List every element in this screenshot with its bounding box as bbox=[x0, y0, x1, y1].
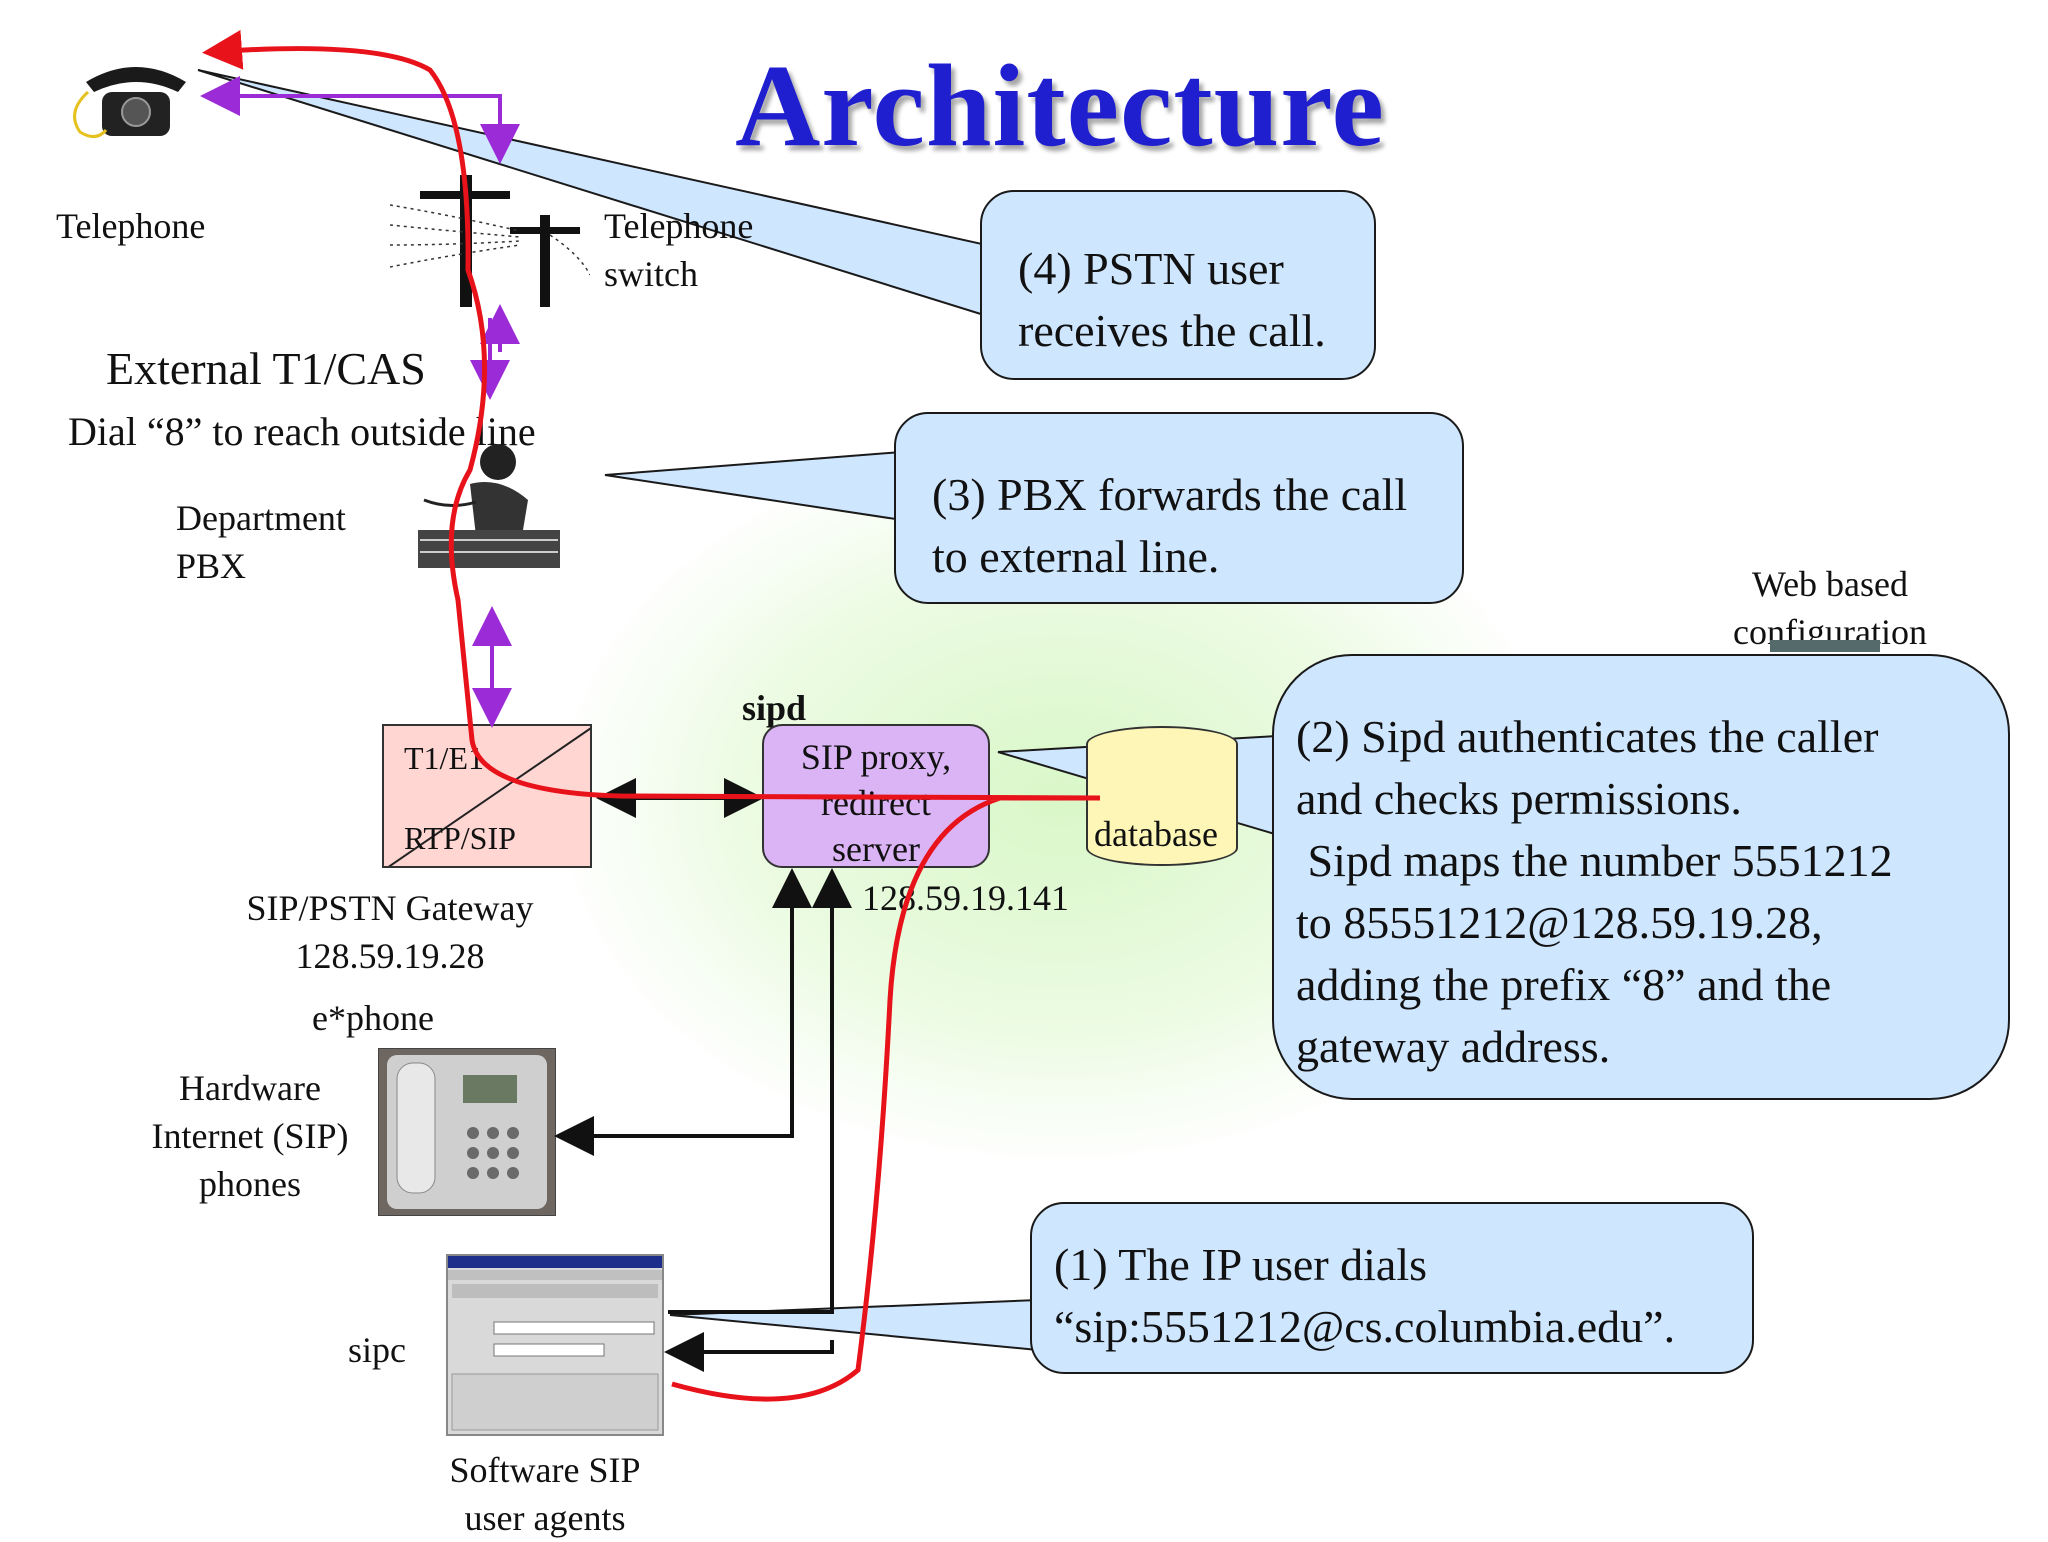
telephone-label: Telephone bbox=[56, 206, 206, 246]
dial-hint-label: Dial “8” to reach outside line bbox=[68, 409, 536, 454]
gateway-bottom-label: RTP/SIP bbox=[404, 820, 516, 856]
ephone-device bbox=[378, 1048, 556, 1216]
database-icon bbox=[1086, 726, 1238, 866]
link-proxy-ephone bbox=[554, 880, 794, 1156]
database-label: database bbox=[1094, 814, 1218, 854]
call-path bbox=[212, 49, 1101, 1402]
sip-proxy-ip: 128.59.19.141 bbox=[862, 878, 1069, 918]
external-line-label: External T1/CAS bbox=[106, 343, 426, 394]
telephone-switch-label: Telephone switch bbox=[604, 206, 754, 294]
sipc-window bbox=[446, 1254, 664, 1436]
software-agents-label: Software SIP user agents bbox=[449, 1450, 641, 1538]
page-title: Architecture bbox=[735, 40, 1385, 171]
link-sipc-proxy bbox=[668, 868, 852, 1314]
web-config-icon bbox=[1770, 640, 1880, 652]
callout-step3: (3) PBX forwards the call to external li… bbox=[894, 412, 1464, 604]
ephone-label: e*phone bbox=[312, 998, 434, 1038]
sipc-label: sipc bbox=[348, 1330, 406, 1370]
callout-step4: (4) PSTN user receives the call. bbox=[980, 190, 1376, 380]
gateway-divider bbox=[388, 727, 590, 866]
gateway-top-label: T1/E1 bbox=[404, 740, 484, 776]
callout-step2: (2) Sipd authenticates the caller and ch… bbox=[1272, 654, 2010, 1100]
sip-pstn-gateway: T1/E1 RTP/SIP bbox=[382, 724, 592, 868]
ephone-icon bbox=[387, 1055, 547, 1209]
sipd-label: sipd bbox=[742, 688, 807, 728]
sipc-window-icon bbox=[448, 1256, 662, 1431]
callout-step1: (1) The IP user dials “sip:5551212@cs.co… bbox=[1030, 1202, 1754, 1374]
hardware-phones-label: Hardware Internet (SIP) phones bbox=[151, 1068, 349, 1204]
telephone-icon bbox=[73, 67, 186, 138]
gateway-label: SIP/PSTN Gateway 128.59.19.28 bbox=[246, 888, 534, 976]
link-proxy-sipc bbox=[664, 1332, 834, 1372]
pbx-label: Department PBX bbox=[176, 498, 346, 586]
